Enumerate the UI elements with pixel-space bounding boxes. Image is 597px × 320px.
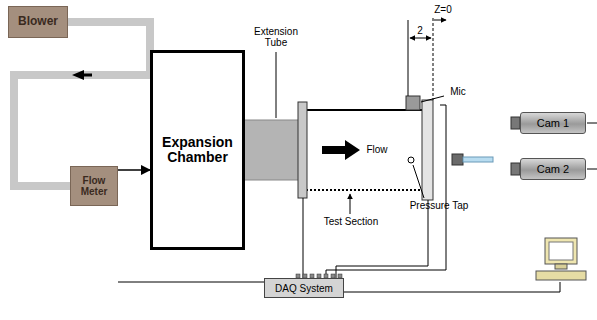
camera: Cam 2 (520, 158, 586, 180)
flow-arrow (322, 140, 360, 160)
signal-wire (344, 282, 560, 292)
blower-box: Blower (8, 6, 68, 38)
connector (118, 170, 150, 171)
part-label: Mic (446, 86, 470, 97)
signal-wire (303, 198, 304, 278)
flow-meter-box: Flow Meter (70, 166, 118, 206)
dimension-arrow (410, 38, 431, 39)
reference-line (408, 20, 409, 96)
node-label: Flow Meter (71, 175, 117, 197)
pressure-tap (408, 157, 414, 163)
node-label: Cam 1 (537, 117, 569, 129)
part-label: Flow (362, 144, 392, 155)
part-label: 2 (414, 25, 426, 36)
connector-line (118, 169, 150, 171)
node-label: Blower (18, 15, 58, 28)
extension-tube (244, 120, 300, 180)
probe-rod (463, 157, 493, 162)
part-label: Z=0 (428, 4, 458, 15)
camera-lens (511, 163, 520, 175)
end-plate (422, 100, 433, 200)
test-section-wall (306, 189, 422, 191)
leader-line (350, 194, 351, 214)
part-label: Extension Tube (250, 26, 302, 48)
signal-wire (336, 200, 428, 278)
leader-line (413, 165, 424, 198)
leader-line (421, 96, 444, 102)
connector (14, 22, 150, 186)
flow-direction-arrow (72, 70, 92, 80)
camera-cable (587, 169, 597, 170)
camera-cable (587, 123, 597, 124)
part-label: Test Section (318, 216, 384, 227)
test-section (306, 110, 422, 190)
probe-body (452, 154, 463, 165)
expansion-chamber: Expansion Chamber (150, 50, 245, 250)
connector-line (118, 282, 264, 283)
connector (118, 282, 264, 283)
node-label: DAQ System (275, 283, 333, 294)
part-label: Pressure Tap (406, 200, 472, 211)
computer-icon (536, 238, 586, 280)
air-pipe (14, 22, 150, 186)
leader-line (276, 52, 277, 118)
test-section-wall (306, 109, 422, 111)
node-label: Cam 2 (537, 163, 569, 175)
node-label: Expansion Chamber (153, 135, 242, 166)
daq-box: DAQ System (264, 278, 344, 298)
camera-lens (511, 117, 520, 129)
signal-wire (326, 105, 446, 278)
camera: Cam 1 (520, 112, 586, 134)
z-zero-line (433, 18, 434, 100)
microphone (406, 96, 420, 110)
flange (298, 102, 307, 198)
z-zero-arrow (434, 20, 446, 21)
